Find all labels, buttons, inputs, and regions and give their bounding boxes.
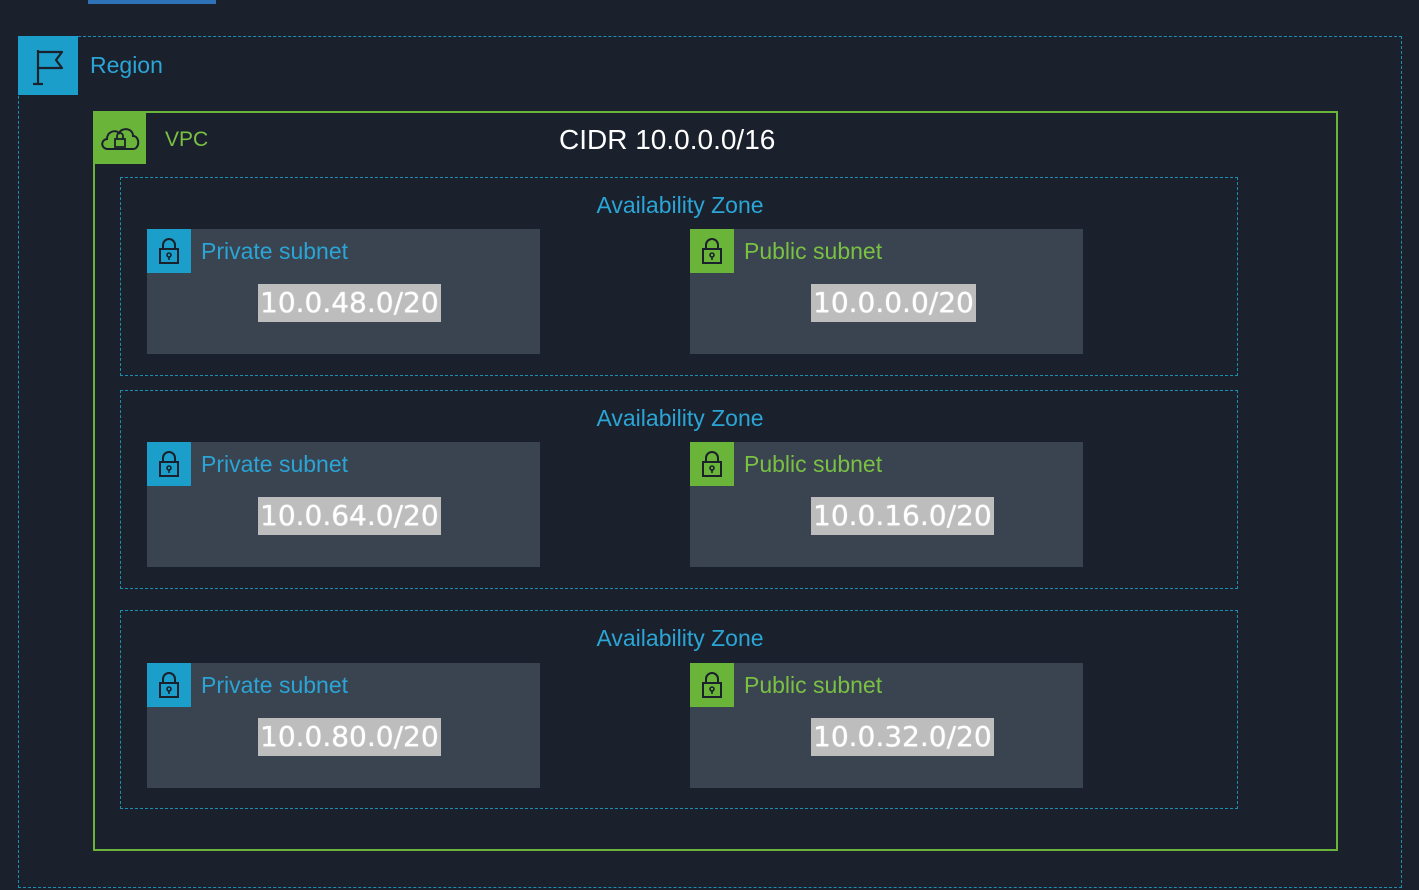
subnet-cidr: 10.0.16.0/20 [811,497,994,535]
vpc-boundary [93,111,1338,851]
subnet-cidr: 10.0.80.0/20 [258,718,441,756]
padlock-icon [690,442,734,486]
subnet-cidr: 10.0.0.0/20 [811,284,976,322]
vpc-label: VPC [165,128,209,151]
padlock-icon [147,663,191,707]
subnet-label: Private subnet [201,672,349,698]
subnet-label: Public subnet [744,451,883,477]
private-subnet-1: Private subnet 10.0.48.0/20 [147,229,540,354]
availability-zone-label: Availability Zone [596,192,764,218]
subnet-label: Public subnet [744,238,883,264]
padlock-icon [147,229,191,273]
availability-zone-2: Availability Zone [120,390,1238,589]
subnet-cidr: 10.0.64.0/20 [258,497,441,535]
region-label: Region [90,52,163,78]
padlock-icon [690,663,734,707]
subnet-label: Private subnet [201,451,349,477]
cloud-lock-icon [93,111,146,164]
public-subnet-3: Public subnet 10.0.32.0/20 [690,663,1083,788]
subnet-label: Public subnet [744,672,883,698]
public-subnet-2: Public subnet 10.0.16.0/20 [690,442,1083,567]
region-boundary [18,36,1402,888]
flag-icon [18,36,78,95]
subnet-label: Private subnet [201,238,349,264]
private-subnet-3: Private subnet 10.0.80.0/20 [147,663,540,788]
vpc-cidr: CIDR 10.0.0.0/16 [559,124,776,155]
availability-zone-label: Availability Zone [596,625,764,651]
top-accent-bar [88,0,216,4]
private-subnet-2: Private subnet 10.0.64.0/20 [147,442,540,567]
public-subnet-1: Public subnet 10.0.0.0/20 [690,229,1083,354]
subnet-cidr: 10.0.48.0/20 [258,284,441,322]
padlock-icon [690,229,734,273]
availability-zone-3: Availability Zone [120,610,1238,809]
availability-zone-1: Availability Zone [120,177,1238,376]
padlock-icon [147,442,191,486]
availability-zone-label: Availability Zone [596,405,764,431]
subnet-cidr: 10.0.32.0/20 [811,718,994,756]
